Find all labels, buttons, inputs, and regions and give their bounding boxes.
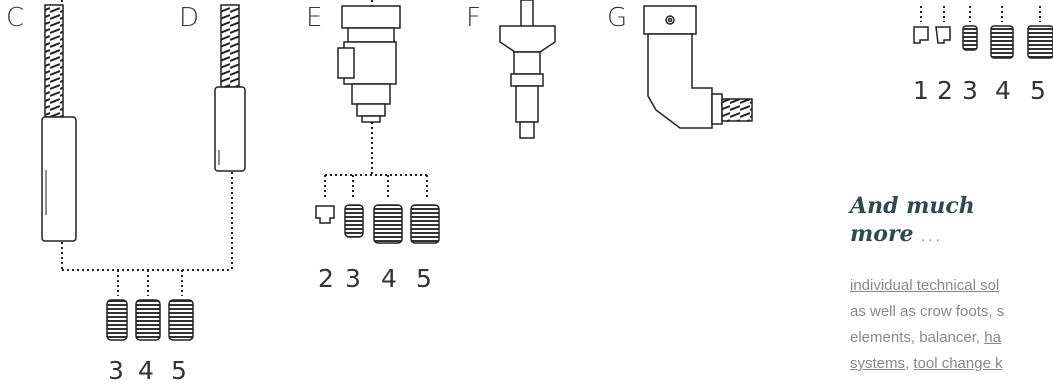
adapter-e-drawing <box>324 0 428 200</box>
more-heading: And much more ... <box>850 192 975 252</box>
e-number-4: 4 <box>381 264 397 293</box>
right-number-3: 3 <box>962 76 978 105</box>
tool-label-g: G <box>607 3 628 33</box>
right-number-2: 2 <box>937 76 953 105</box>
e-number-5: 5 <box>416 264 432 293</box>
right-number-1: 1 <box>913 76 929 105</box>
cd-number-4: 4 <box>138 356 154 385</box>
e-bits <box>315 204 440 244</box>
e-number-2: 2 <box>318 264 334 293</box>
cd-number-3: 3 <box>108 356 124 385</box>
more-heading-line1: And much <box>850 193 975 219</box>
adapter-f-drawing <box>499 0 556 139</box>
tool-change-link[interactable]: tool change k <box>913 355 1003 372</box>
tool-label-e: E <box>306 3 323 33</box>
tool-label-f: F <box>466 3 481 33</box>
more-line-2: as well as crow foots, s <box>850 303 1005 320</box>
more-line-1: individual technical sol <box>850 273 1053 299</box>
more-line-4: systems, tool change k <box>850 351 1053 377</box>
more-line-3-text: elements, balancer, <box>850 329 985 346</box>
right-bits <box>913 6 1053 59</box>
more-heading-word: more <box>850 221 914 247</box>
systems-link[interactable]: systems <box>850 355 906 372</box>
more-heading-dots: ... <box>921 230 943 245</box>
right-number-5: 5 <box>1030 76 1046 105</box>
more-description: individual technical sol as well as crow… <box>850 273 1053 377</box>
right-number-4: 4 <box>995 76 1011 105</box>
extension-c-drawing <box>41 0 77 242</box>
cd-number-5: 5 <box>171 356 187 385</box>
handling-link[interactable]: ha <box>984 329 1001 346</box>
more-line-4-sep: , <box>905 355 914 372</box>
e-number-3: 3 <box>345 264 361 293</box>
more-heading-line2: more ... <box>850 220 975 252</box>
more-line-3: elements, balancer, ha <box>850 325 1053 351</box>
cd-bits <box>106 299 194 341</box>
tool-label-c: C <box>6 3 25 33</box>
technical-solutions-link[interactable]: individual technical sol <box>850 277 1000 294</box>
angle-head-g-drawing <box>643 5 753 129</box>
cd-connector <box>61 172 233 296</box>
extension-d-drawing <box>214 4 246 172</box>
tool-label-d: D <box>179 3 200 33</box>
